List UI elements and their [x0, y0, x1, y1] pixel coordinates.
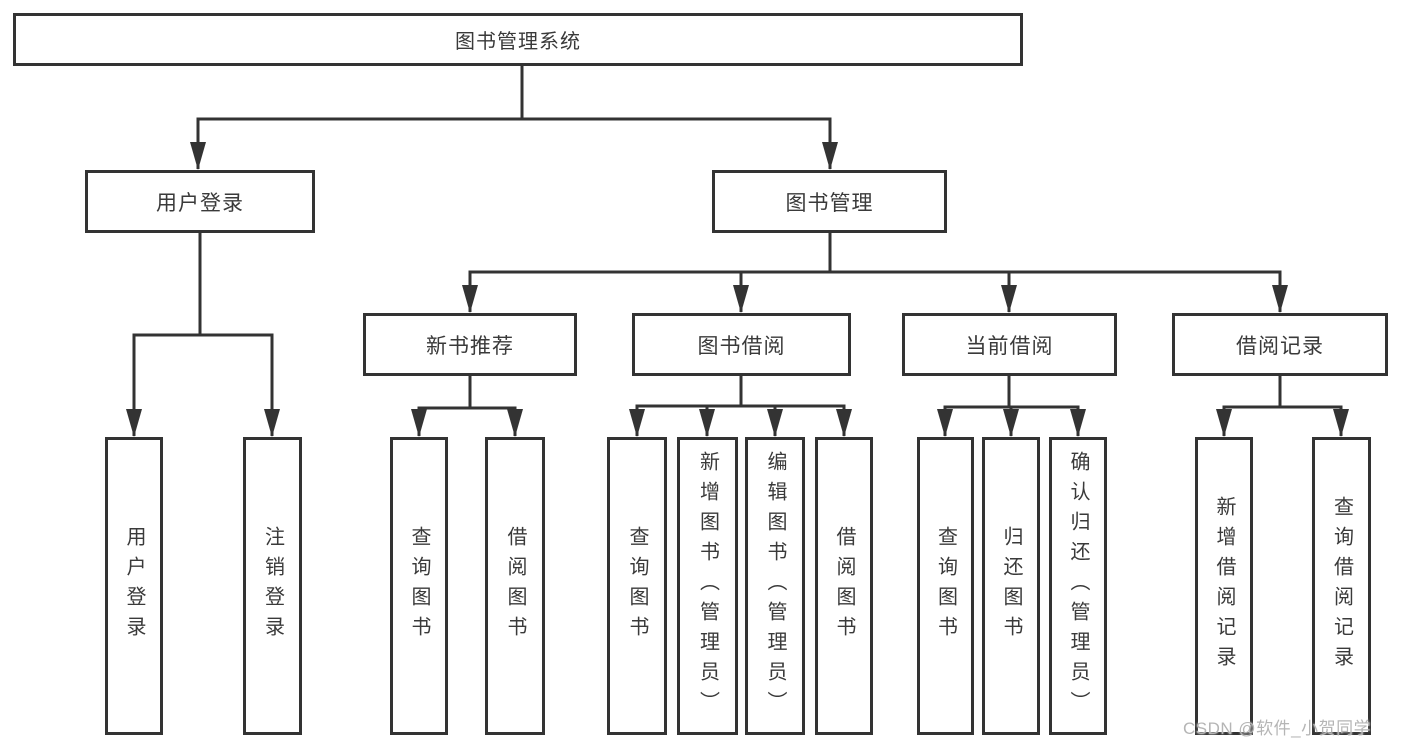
leaf-borrow-books: 借阅图书 — [815, 437, 873, 735]
node-book-management: 图书管理 — [712, 170, 947, 233]
node-borrowing-records: 借阅记录 — [1172, 313, 1388, 376]
leaf-add-borrow-record: 新增借阅记录 — [1195, 437, 1253, 735]
arrowheads — [126, 142, 1349, 437]
connector-newbook-to-leaves — [417, 376, 517, 436]
node-root-library-system: 图书管理系统 — [13, 13, 1023, 66]
connector-mgmt-to-level3 — [468, 233, 1282, 312]
leaf-query-books-recommend: 查询图书 — [390, 437, 448, 735]
connector-records-to-leaves — [1222, 376, 1343, 436]
connector-login-to-leaves — [132, 233, 274, 436]
watermark-text: CSDN @软件_小贺同学 — [1183, 719, 1372, 738]
leaf-add-book-admin: 新增图书（管理员） — [677, 437, 738, 735]
leaf-user-login: 用户登录 — [105, 437, 163, 735]
leaf-logout: 注销登录 — [243, 437, 302, 735]
leaf-confirm-return-admin: 确认归还（管理员） — [1049, 437, 1107, 735]
leaf-return-book: 归还图书 — [982, 437, 1040, 735]
node-book-borrowing: 图书借阅 — [632, 313, 851, 376]
leaf-borrow-books-recommend: 借阅图书 — [485, 437, 545, 735]
leaf-edit-book-admin: 编辑图书（管理员） — [745, 437, 805, 735]
node-user-login: 用户登录 — [85, 170, 315, 233]
node-current-borrowing: 当前借阅 — [902, 313, 1117, 376]
connector-root-to-level2 — [196, 66, 832, 169]
leaf-query-books-current: 查询图书 — [917, 437, 974, 735]
connector-borrow-to-leaves — [635, 376, 846, 436]
leaf-query-borrow-record: 查询借阅记录 — [1312, 437, 1371, 735]
node-new-book-recommend: 新书推荐 — [363, 313, 577, 376]
leaf-query-books-borrow: 查询图书 — [607, 437, 667, 735]
